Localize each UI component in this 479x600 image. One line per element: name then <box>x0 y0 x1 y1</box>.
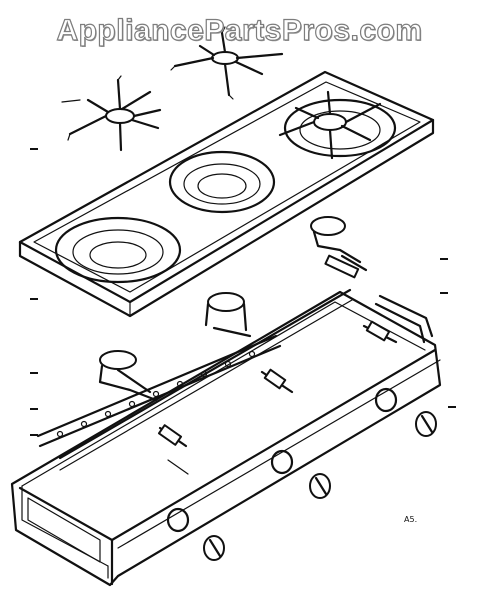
burner-grate-right[interactable] <box>278 90 382 160</box>
control-knob-1[interactable] <box>203 535 225 561</box>
burner-grate-top-left[interactable] <box>61 75 162 152</box>
control-knob-2[interactable] <box>309 473 331 499</box>
top-burner-head-left[interactable] <box>98 350 158 402</box>
gas-valve-left[interactable] <box>157 424 189 475</box>
gas-valve-right[interactable] <box>362 320 398 344</box>
callout-markers <box>30 148 456 436</box>
knob-openings <box>166 387 398 533</box>
gas-manifold-pipe <box>36 334 282 448</box>
gas-valve-center[interactable] <box>260 368 294 394</box>
top-burner-head-right[interactable] <box>310 216 368 279</box>
gas-inlet-pipe <box>374 294 434 344</box>
burner-grate-top-center[interactable] <box>170 26 284 100</box>
burner-bowl-center <box>168 150 276 214</box>
burner-bowl-left <box>54 216 182 284</box>
diagram-reference-code: A5. <box>404 515 417 524</box>
burner-bowl-right <box>283 98 397 158</box>
top-burner-head-center[interactable] <box>204 292 252 338</box>
control-knob-3[interactable] <box>415 411 437 437</box>
burner-box-frame <box>10 288 442 587</box>
cooktop-panel <box>18 70 435 318</box>
